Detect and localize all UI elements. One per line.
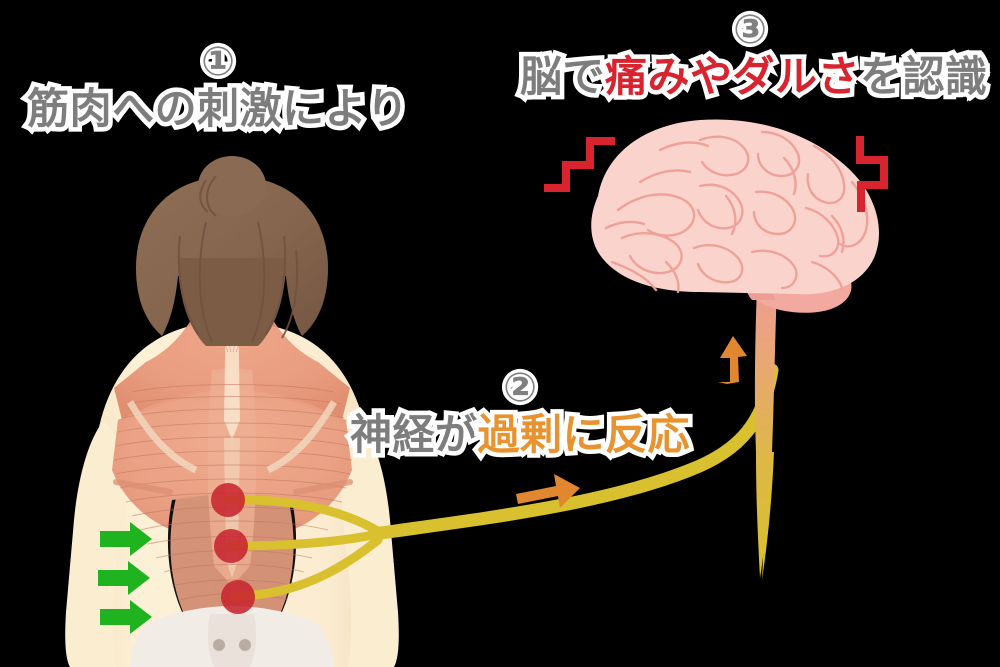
brain-illustration: [544, 119, 888, 313]
step-3-segment-2: 痛みやダルさ: [601, 49, 865, 103]
step-1-text: 筋肉への刺激により: [18, 81, 418, 135]
orange-arrow-up: [718, 336, 747, 384]
cauda-equina: [762, 452, 774, 580]
left-arm: [65, 420, 128, 667]
green-stimulus-arrows: [98, 522, 152, 634]
step-3-segment-1: 脳で: [515, 49, 609, 103]
trigger-point-dots: [211, 483, 255, 614]
step-1-segment-1: 筋肉への刺激により: [23, 81, 413, 135]
lightning-bolt-icon: [544, 136, 888, 212]
step-2-label: ② 神経が過剰に反応: [340, 365, 700, 462]
step-3-number: ③: [730, 7, 771, 54]
orange-arrow-horizontal: [516, 474, 580, 508]
step-3-label: ③ 脳で痛みやダルさを認識: [515, 7, 991, 104]
step-3-text: 脳で痛みやダルさを認識: [515, 49, 991, 103]
step-3-segment-3: を認識: [856, 49, 992, 103]
orange-flow-arrows: [516, 336, 747, 508]
step-1-number: ①: [198, 39, 239, 86]
step-2-segment-2: 過剰に反応: [473, 407, 694, 461]
step-2-text: 神経が過剰に反応: [340, 407, 700, 461]
step-2-segment-1: 神経が: [346, 407, 482, 461]
hair-bun: [198, 156, 266, 216]
step-2-number: ②: [500, 365, 541, 412]
cerebrum: [591, 119, 879, 295]
hair: [136, 156, 328, 346]
step-1-label: ① 筋肉への刺激により: [18, 39, 418, 136]
peripheral-nerves: [223, 495, 383, 601]
pelvis-sacrum: [130, 606, 334, 667]
spinal-cord: [754, 286, 777, 578]
nerve-trunk: [367, 363, 779, 541]
